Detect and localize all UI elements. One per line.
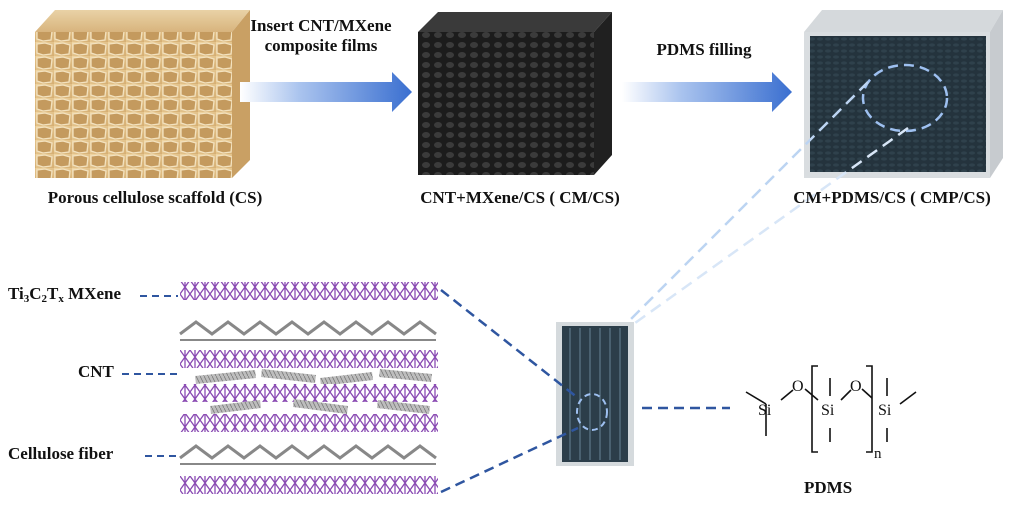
fiber-pillar bbox=[556, 322, 634, 466]
arrow-2 bbox=[622, 72, 792, 112]
mxene-layer-4 bbox=[180, 414, 438, 432]
pdms-structure bbox=[745, 365, 917, 453]
cellulose-chain-1 bbox=[179, 320, 437, 341]
pdms-n: n bbox=[874, 446, 882, 462]
step1-label-line2: composite films bbox=[264, 36, 378, 55]
mxene-layer-3 bbox=[180, 384, 438, 402]
label-leaders bbox=[122, 295, 178, 457]
cnt-row-2 bbox=[210, 399, 430, 414]
step1-label-line1: Insert CNT/MXene bbox=[250, 16, 392, 35]
sample-cmcs-label: CNT+MXene/CS ( CM/CS) bbox=[420, 188, 620, 207]
sample-cs-label: Porous cellulose scaffold (CS) bbox=[47, 188, 263, 207]
pdms-si-2: Si bbox=[821, 402, 835, 419]
mxene-layer-2 bbox=[180, 350, 438, 368]
cnt-row-1 bbox=[195, 369, 432, 386]
sample-cmpcs-label: CM+PDMS/CS ( CMP/CS) bbox=[793, 188, 991, 207]
pdms-o-1: O bbox=[792, 378, 804, 395]
pdms-title: PDMS bbox=[804, 478, 853, 497]
zoom-lines-top bbox=[627, 81, 909, 330]
pdms-si-1: Si bbox=[758, 402, 772, 419]
cm-cs-block bbox=[418, 12, 612, 175]
pdms-si-3: Si bbox=[878, 402, 892, 419]
pdms-o-2: O bbox=[850, 378, 862, 395]
cmp-cs-block bbox=[804, 10, 1003, 178]
mxene-layer-1 bbox=[180, 282, 438, 300]
cellulose-label: Cellulose fiber bbox=[8, 444, 114, 463]
mxene-layer-5 bbox=[180, 476, 438, 494]
step2-label: PDMS filling bbox=[656, 40, 752, 59]
porous-cellulose-block bbox=[35, 10, 250, 178]
layer-stack bbox=[179, 282, 438, 494]
mxene-label: Ti3C2Tx MXene bbox=[8, 284, 122, 305]
cellulose-chain-2 bbox=[179, 444, 437, 465]
cnt-label: CNT bbox=[78, 362, 114, 381]
arrow-1 bbox=[240, 72, 412, 112]
zoom-lines-bottom bbox=[440, 289, 730, 494]
step1-label: Insert CNT/MXene composite films bbox=[236, 16, 406, 56]
